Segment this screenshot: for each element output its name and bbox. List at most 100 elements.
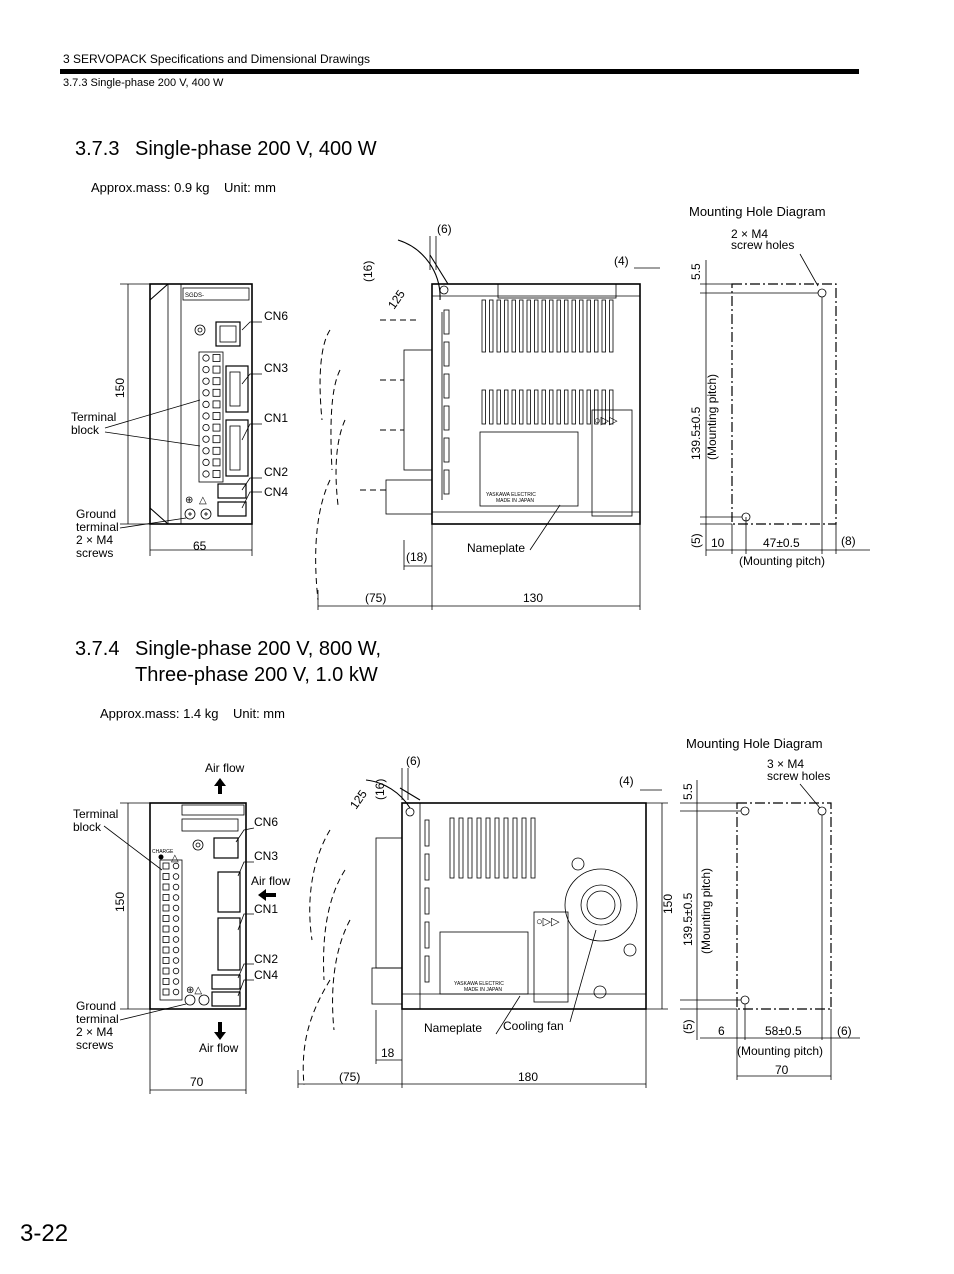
terminal-block-label: Terminal [73,807,118,821]
drawing-374: △ ⊕△ CHARGE CN6 CN3 CN1 CN2 CN4 Air flow… [73,736,860,1094]
svg-text:⊕: ⊕ [185,495,193,506]
air-flow-left-arrow-icon [258,889,276,901]
ground-label: Ground [76,999,116,1013]
mhd-title: Mounting Hole Diagram [686,736,823,751]
section-title-374: 3.7.4 Single-phase 200 V, 800 W, [75,636,381,662]
brand-label: YASKAWA ELECTRIC [486,492,536,498]
charge-label: CHARGE [152,849,174,855]
dim-d16: (16) [361,261,375,282]
dim-d125: 125 [385,287,408,312]
dim-d125: 125 [347,787,370,812]
brand-label-2: MADE IN JAPAN [464,987,502,993]
air-flow-label-top: Air flow [205,761,245,775]
mhd-title: Mounting Hole Diagram [689,204,826,219]
dim-v1395: 139.5±0.5 [689,406,703,460]
front-view-374: △ ⊕△ CHARGE CN6 CN3 CN1 CN2 CN4 Air flow… [73,761,291,1094]
dim-h6: 6 [718,1024,725,1038]
cn1-label: CN1 [254,902,278,916]
screw-holes-label: 2 × M4 [731,227,768,241]
ground-label-4: screws [76,546,113,560]
side-view-374: ○▷▷ YASKAWA ELECTRIC MADE IN JAPAN (6) (… [297,754,675,1088]
drawing-373: SGDS- ⊕ △ CN6 CN3 CN1 CN2 CN4 Terminal bl… [71,204,870,610]
ground-label-3: 2 × M4 [76,533,113,547]
dim-d18: (18) [406,550,427,564]
air-flow-label-side: Air flow [251,874,291,888]
mass-unit-374: Approx.mass: 1.4 kg Unit: mm [100,706,285,721]
dim-v55: 5.5 [681,783,695,800]
cn2-label: CN2 [264,465,288,479]
terminal-block-label-2: block [71,423,100,437]
dim-d4: (4) [614,254,629,268]
ground-label-2: terminal [76,520,119,534]
mass-unit-373: Approx.mass: 0.9 kg Unit: mm [91,180,276,195]
mounting-hole-diagram-373: Mounting Hole Diagram 2 × M4 screw holes… [689,204,870,568]
dim-h70: 70 [775,1063,789,1077]
dim-depth: 180 [518,1070,538,1084]
side-view-373: ○▷▷ YASKAWA ELECTRIC MADE IN JAPAN (6) (… [315,222,660,610]
terminal-block-label: Terminal [71,410,116,424]
chapter-header: 3 SERVOPACK Specifications and Dimension… [63,52,371,66]
screw-holes-label-2: screw holes [731,238,794,252]
dim-cable: (75) [365,591,386,605]
dim-depth: 130 [523,591,543,605]
screw-holes-label-2: screw holes [767,769,830,783]
dim-d6: (6) [437,222,452,236]
ground-label: Ground [76,507,116,521]
dim-v1395: 139.5±0.5 [681,892,695,946]
cn4-label: CN4 [264,485,288,499]
terminal-block-373 [198,351,224,483]
cn1-label: CN1 [264,411,288,425]
brand-label: YASKAWA ELECTRIC [454,981,504,987]
ground-label-4: screws [76,1038,113,1052]
dim-h10: 10 [711,536,725,550]
dim-width: 70 [190,1075,204,1089]
cn6-label: CN6 [254,815,278,829]
model-label: SGDS- [185,293,204,299]
mounting-pitch-h: (Mounting pitch) [737,1044,823,1058]
dim-height: 150 [113,378,127,398]
dim-height: 150 [113,892,127,912]
cn6-label: CN6 [264,309,288,323]
mounting-pitch-h: (Mounting pitch) [739,554,825,568]
section-title-text: Single-phase 200 V, 800 W, [135,638,382,660]
dim-width: 65 [193,539,207,553]
section-number: 3.7.3 [75,138,120,160]
svg-text:⊕△: ⊕△ [186,985,202,996]
page-number: 3-22 [20,1220,69,1247]
nameplate-label: Nameplate [467,541,525,555]
cn3-label: CN3 [254,849,278,863]
cn2-label: CN2 [254,952,278,966]
ground-label-3: 2 × M4 [76,1025,113,1039]
front-view-373: SGDS- ⊕ △ CN6 CN3 CN1 CN2 CN4 Terminal bl… [71,283,288,560]
nameplate-label: Nameplate [424,1021,482,1035]
header-rule [60,69,859,74]
ground-label-2: terminal [76,1012,119,1026]
air-flow-up-arrow-icon [214,778,226,794]
brand-label-2: MADE IN JAPAN [496,498,534,504]
dim-d18: 18 [381,1046,395,1060]
section-number: 3.7.4 [75,638,120,660]
mounting-hole-diagram-374: Mounting Hole Diagram 3 × M4 screw holes… [680,736,860,1080]
dim-h6b: (6) [837,1024,852,1038]
air-flow-label-bottom: Air flow [199,1041,239,1055]
dim-v5: (5) [689,533,703,548]
section-subtitle-374: Three-phase 200 V, 1.0 kW [135,664,378,686]
dim-d4: (4) [619,774,634,788]
cn3-label: CN3 [264,361,288,375]
dim-h8: (8) [841,534,856,548]
mounting-pitch-v: (Mounting pitch) [699,868,713,954]
air-flow-down-arrow-icon [214,1022,226,1040]
dim-d16: (16) [373,779,387,800]
terminal-block-label-2: block [73,820,102,834]
cn4-label: CN4 [254,968,278,982]
dim-cable: (75) [339,1070,360,1084]
dim-h58: 58±0.5 [765,1024,802,1038]
dim-v5: (5) [681,1019,695,1034]
mounting-pitch-v: (Mounting pitch) [705,374,719,460]
screw-holes-label: 3 × M4 [767,757,804,771]
svg-text:△: △ [171,853,179,864]
cooling-fan-label: Cooling fan [503,1019,564,1033]
svg-text:△: △ [199,495,207,506]
svg-text:○▷▷: ○▷▷ [536,916,560,928]
